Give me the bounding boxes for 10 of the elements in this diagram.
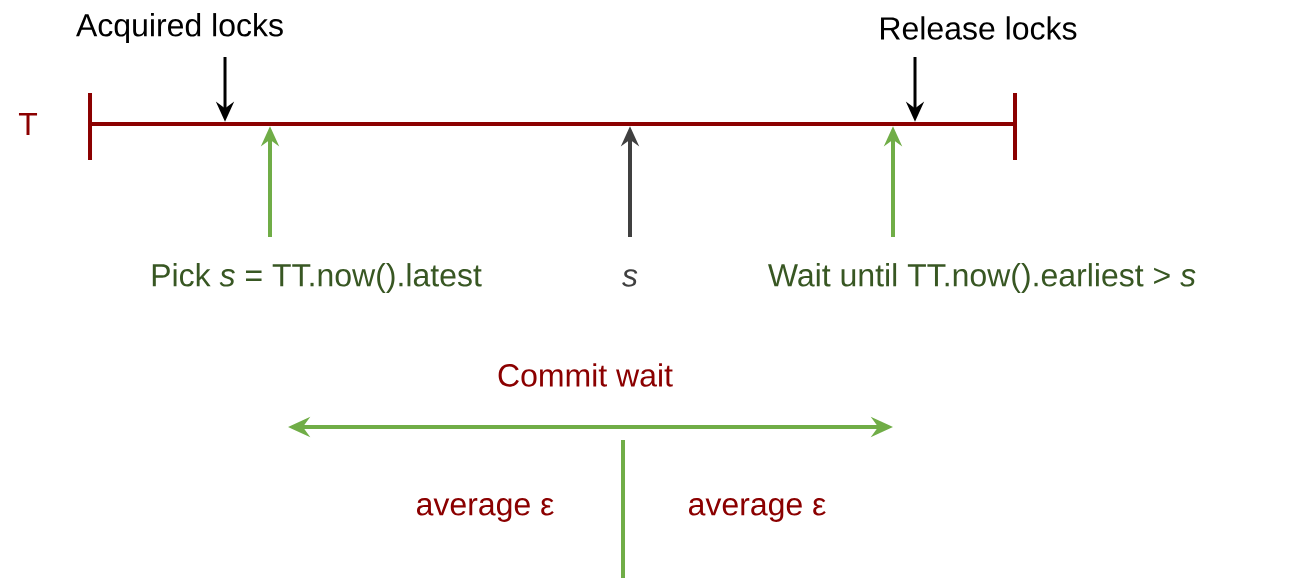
event-label: Acquired locks xyxy=(76,13,283,43)
step-label: Wait until TT.now().earliest > s xyxy=(768,263,1196,293)
timestamp-label: s xyxy=(622,269,638,287)
annotation-label: Commit wait xyxy=(498,363,673,387)
step-label: Pick s = TT.now().latest xyxy=(152,263,482,293)
timeline-bar xyxy=(88,91,1017,162)
event-label: Release locks xyxy=(881,16,1077,40)
annotation-label: average ε xyxy=(417,498,554,522)
axis-label: T xyxy=(18,113,38,135)
annotation-label: average ε xyxy=(689,498,826,522)
